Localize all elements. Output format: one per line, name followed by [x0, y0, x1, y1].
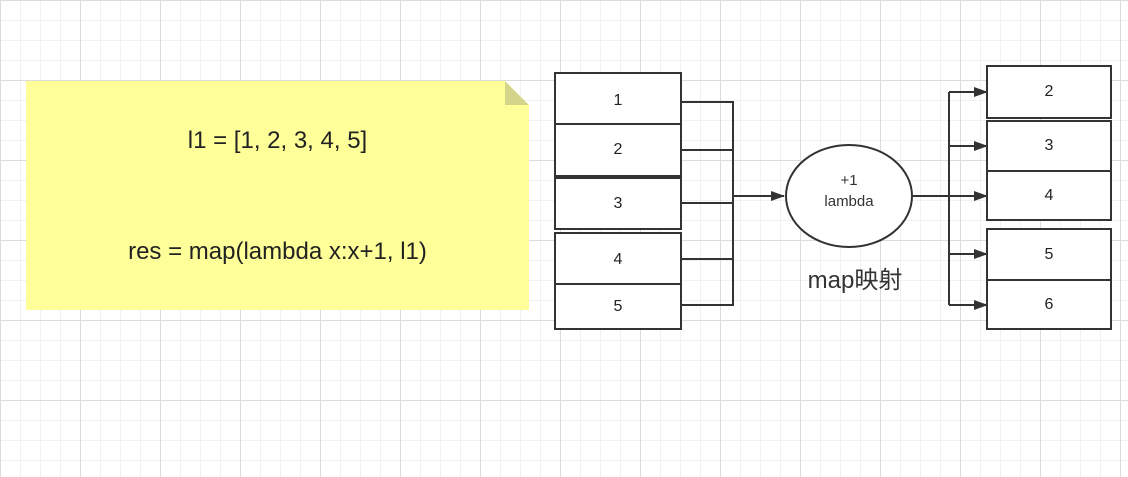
input-box-4: 4 — [554, 232, 682, 287]
code-line-3: res = map(lambda x:x+1, l1) — [128, 237, 427, 265]
output-box-3: 3 — [986, 120, 1112, 172]
code-line-2: l1 = [1, 2, 3, 4, 5] — [187, 126, 368, 154]
lambda-name: lambda — [824, 193, 874, 210]
input-box-2: 2 — [554, 123, 682, 177]
input-value: 1 — [613, 92, 623, 109]
output-value: 3 — [1044, 137, 1054, 154]
map-caption: map映射 — [807, 267, 903, 294]
output-box-5: 5 — [986, 228, 1112, 281]
input-box-3: 3 — [554, 177, 682, 230]
input-value: 2 — [613, 141, 623, 158]
input-box-5: 5 — [554, 283, 682, 330]
output-value: 4 — [1044, 186, 1054, 204]
output-box-2: 2 — [986, 65, 1112, 119]
output-value: 2 — [1044, 83, 1054, 100]
output-box-6: 6 — [986, 279, 1112, 330]
input-box-1: 1 — [554, 72, 682, 130]
output-value: 5 — [1044, 245, 1054, 263]
input-value: 5 — [613, 297, 623, 315]
output-value: 6 — [1044, 295, 1054, 313]
lambda-node-label: +1 lambda — [786, 170, 912, 212]
lambda-op: +1 — [840, 172, 858, 189]
input-value: 3 — [613, 194, 623, 212]
output-box-4: 4 — [986, 170, 1112, 221]
input-value: 4 — [613, 250, 623, 268]
